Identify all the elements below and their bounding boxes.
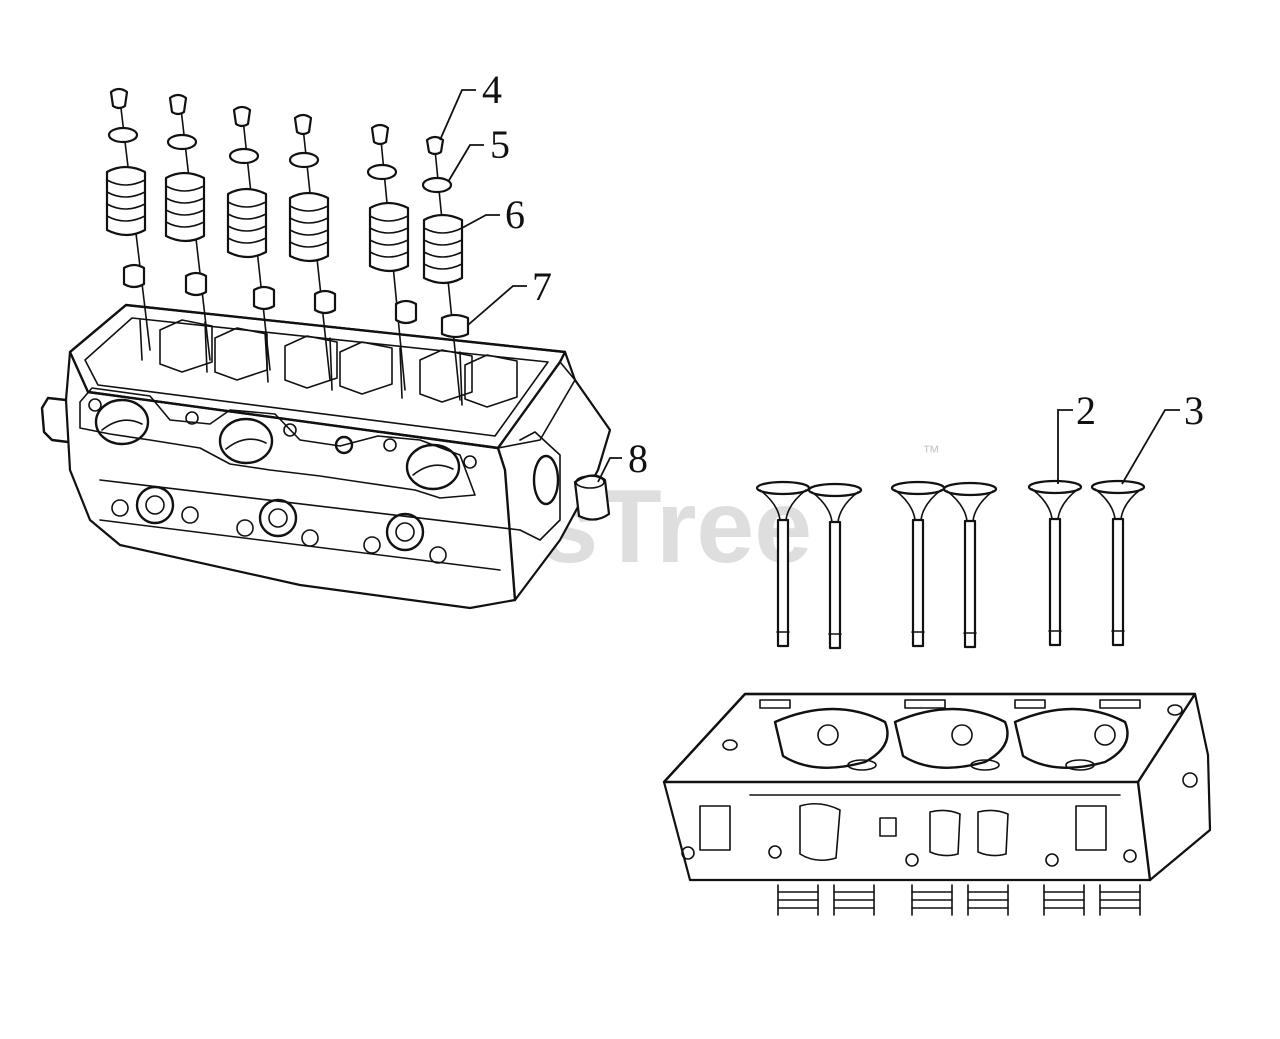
valve-2 xyxy=(807,482,863,650)
valves xyxy=(755,479,1146,650)
valve-train-stacks xyxy=(105,87,470,401)
cylinder-head-right xyxy=(662,692,1212,916)
valve-5 xyxy=(1027,479,1083,647)
callout-4: 4 xyxy=(482,67,502,112)
valve-1 xyxy=(755,480,811,648)
valve-stack-4 xyxy=(288,113,337,381)
valve-stack-2 xyxy=(164,93,211,361)
callout-7: 7 xyxy=(532,264,552,309)
valve-guide-part-8 xyxy=(573,474,611,521)
callout-8: 8 xyxy=(628,436,648,481)
valve-stack-6 xyxy=(421,135,470,401)
callout-2: 2 xyxy=(1076,388,1096,433)
springs-below xyxy=(777,884,1141,916)
watermark-trademark: ™ xyxy=(922,442,940,462)
cylinder-head-assembly-left xyxy=(40,303,612,610)
valve-stack-5 xyxy=(366,123,418,391)
valve-stack-1 xyxy=(105,87,151,351)
callout-6: 6 xyxy=(505,192,525,237)
callout-5: 5 xyxy=(490,122,510,167)
valve-4 xyxy=(942,481,998,649)
leader-lines xyxy=(439,89,1180,485)
valve-3 xyxy=(890,480,946,648)
callout-3: 3 xyxy=(1184,388,1204,433)
callouts: 4 5 6 7 8 2 3 xyxy=(482,67,1204,481)
valve-6 xyxy=(1090,479,1146,647)
valve-stack-3 xyxy=(226,105,276,371)
